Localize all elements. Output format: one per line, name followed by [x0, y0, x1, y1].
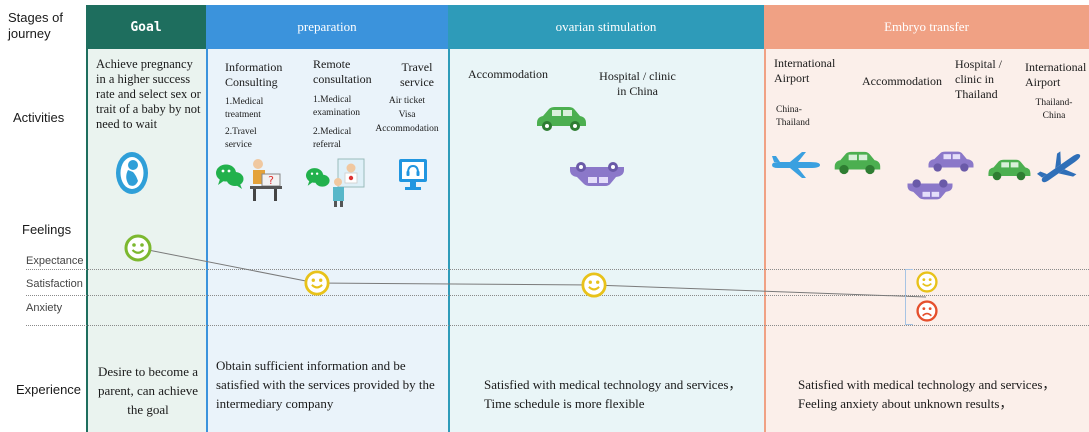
remote-item-exam: 1.Medical examination	[313, 95, 360, 118]
experience-preparation: Obtain sufficient information and be sat…	[216, 358, 435, 411]
et-accommodation-label: Accommodation	[862, 74, 942, 88]
travel-item-accommodation: Accommodation	[375, 124, 439, 134]
support-monitor-icon	[398, 158, 428, 192]
info-item-travel: 2.Travel service	[225, 127, 257, 150]
stage-header-ovarian: ovarian stimulation	[448, 5, 764, 49]
et-route1-label: China- Thailand	[776, 105, 810, 128]
separator-preparation	[206, 5, 208, 432]
wechat-icon-2	[305, 166, 331, 190]
wechat-icon	[215, 162, 245, 190]
info-item-medical: 1.Medical treatment	[225, 97, 264, 120]
doctor-screen-icon	[330, 156, 366, 208]
row-label-feelings: Feelings	[22, 222, 72, 237]
separator-embryo	[764, 5, 766, 432]
car-icon-purple	[566, 158, 628, 188]
level-expectance: Expectance	[26, 255, 84, 267]
smiley-icon-preparation	[304, 270, 330, 296]
gridline-anxiety	[26, 325, 1089, 326]
travel-service-title: Travel service	[400, 60, 434, 89]
level-satisfaction: Satisfaction	[26, 278, 83, 290]
airplane-icon	[770, 150, 822, 180]
remote-consultation-title: Remote consultation	[313, 57, 372, 86]
smiley-icon-embryo	[916, 271, 938, 293]
airplane-icon-2	[1036, 148, 1086, 188]
gridline-satisfaction	[26, 295, 1089, 296]
travel-item-visa: Visa	[398, 110, 416, 120]
separator-goal	[86, 5, 88, 432]
travel-item-ticket: Air ticket	[388, 96, 426, 106]
et-route2-label: Thailand- China	[1035, 98, 1073, 121]
row-label-experience: Experience	[16, 382, 82, 397]
et-hospital-label: Hospital / clinic in Thailand	[955, 57, 1002, 101]
experience-ovarian: Satisfied with medical technology and se…	[484, 377, 742, 411]
remote-item-referral: 2.Medical referral	[313, 127, 352, 150]
gridline-expectance	[26, 269, 1089, 270]
experience-embryo: Satisfied with medical technology and se…	[798, 377, 1056, 411]
row-label-activities: Activities	[13, 110, 65, 125]
ov-hospital-label: Hospital / clinic in China	[599, 69, 676, 98]
car-icon-purple-2	[925, 150, 977, 175]
smiley-icon-goal	[124, 234, 152, 262]
embryo-column	[764, 49, 1089, 432]
smiley-icon-ovarian	[581, 272, 607, 298]
fetus-icon	[112, 148, 152, 198]
car-icon-purple-3	[904, 176, 956, 201]
consultant-desk-icon: ?	[248, 156, 284, 202]
et-airport2-label: International Airport	[1025, 60, 1087, 89]
car-icon-green-2	[830, 150, 884, 176]
ovarian-column	[448, 49, 764, 432]
stage-header-embryo: Embryo transfer	[764, 5, 1089, 49]
preparation-column	[206, 49, 448, 432]
experience-goal: Desire to become a parent, can achieve t…	[98, 364, 198, 417]
separator-ovarian	[448, 5, 450, 432]
emotion-bracket	[905, 269, 913, 325]
row-label-stages: Stages of journey	[8, 10, 63, 41]
goal-activity-text: Achieve pregnancy in a higher success ra…	[96, 57, 201, 131]
et-airport1-label: International Airport	[774, 56, 836, 85]
car-icon-green	[533, 105, 589, 133]
svg-text:?: ?	[268, 174, 274, 187]
stage-header-preparation: preparation	[206, 5, 448, 49]
ov-accommodation-label: Accommodation	[468, 67, 548, 81]
level-anxiety: Anxiety	[26, 302, 63, 314]
car-icon-green-3	[985, 158, 1033, 182]
stage-header-goal: Goal	[86, 5, 206, 49]
sad-face-icon	[916, 300, 938, 322]
info-consulting-title: Information Consulting	[225, 60, 283, 89]
